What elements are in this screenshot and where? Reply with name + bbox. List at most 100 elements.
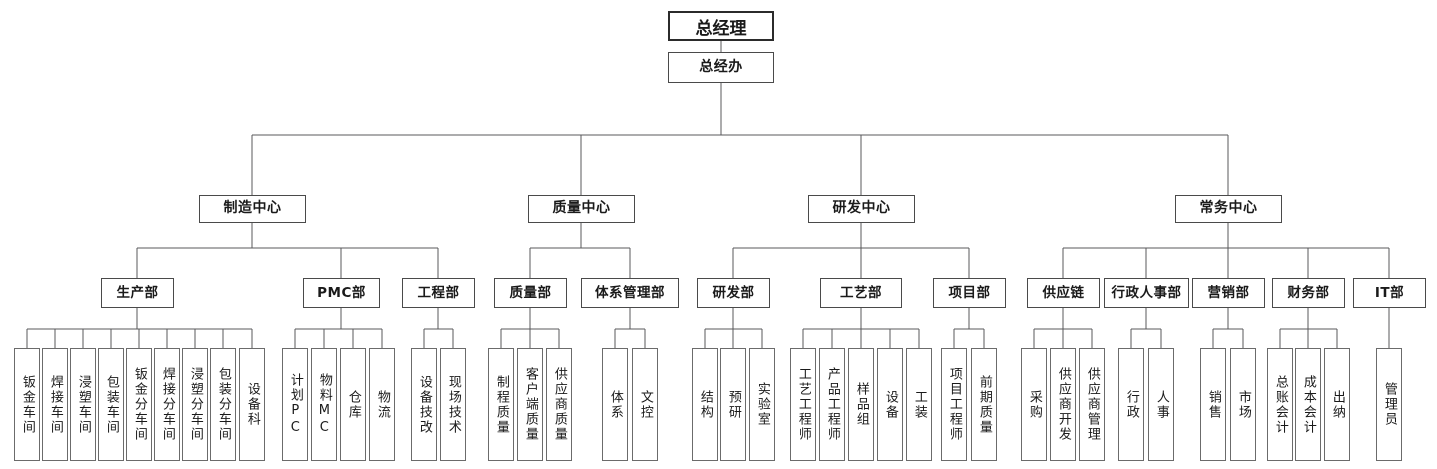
node-finance-dept[interactable]: 财务部 xyxy=(1272,278,1345,308)
node-label: 采购 xyxy=(1026,389,1042,420)
node-label: 总账会计 xyxy=(1272,374,1288,435)
node-label: 钣金车间 xyxy=(19,374,35,435)
node-label: 行政 xyxy=(1123,389,1139,420)
node-onsite-technology[interactable]: 现场技术 xyxy=(440,348,466,461)
node-label: 产品工程师 xyxy=(824,367,840,442)
node-admin-hr-dept[interactable]: 行政人事部 xyxy=(1104,278,1189,308)
node-executive-center[interactable]: 常务中心 xyxy=(1175,195,1282,223)
node-label: 焊接分车间 xyxy=(159,367,175,442)
node-quality-center[interactable]: 质量中心 xyxy=(528,195,635,223)
node-logistics[interactable]: 物流 xyxy=(369,348,395,461)
node-label: 项目部 xyxy=(948,284,991,301)
node-label: 成本会计 xyxy=(1300,374,1316,435)
node-label: IT部 xyxy=(1374,284,1405,301)
node-supply-chain[interactable]: 供应链 xyxy=(1027,278,1100,308)
node-label: 研发部 xyxy=(712,284,755,301)
node-project-dept[interactable]: 项目部 xyxy=(933,278,1006,308)
node-label: 工艺工程师 xyxy=(795,367,811,442)
node-laboratory[interactable]: 实验室 xyxy=(749,348,775,461)
node-quality-dept[interactable]: 质量部 xyxy=(494,278,567,308)
node-warehouse[interactable]: 仓库 xyxy=(340,348,366,461)
node-label: 文控 xyxy=(637,389,653,420)
node-general-manager[interactable]: 总经理 xyxy=(668,11,774,41)
node-label: 浸塑车间 xyxy=(75,374,91,435)
node-sales[interactable]: 销售 xyxy=(1200,348,1226,461)
node-supplier-quality[interactable]: 供应商质量 xyxy=(546,348,572,461)
node-cashier[interactable]: 出纳 xyxy=(1324,348,1350,461)
node-label: 物流 xyxy=(374,389,390,420)
node-engineering-dept[interactable]: 工程部 xyxy=(402,278,475,308)
node-customer-quality[interactable]: 客户端质量 xyxy=(517,348,543,461)
node-pre-research[interactable]: 预研 xyxy=(720,348,746,461)
node-it-dept[interactable]: IT部 xyxy=(1353,278,1426,308)
node-process-quality[interactable]: 制程质量 xyxy=(488,348,514,461)
node-project-engineer[interactable]: 项目工程师 xyxy=(941,348,967,461)
node-label: 实验室 xyxy=(754,382,770,427)
node-sheet-metal-sub-workshop[interactable]: 钣金分车间 xyxy=(126,348,152,461)
node-system[interactable]: 体系 xyxy=(602,348,628,461)
node-product-engineer[interactable]: 产品工程师 xyxy=(819,348,845,461)
node-supplier-management[interactable]: 供应商管理 xyxy=(1079,348,1105,461)
node-market[interactable]: 市场 xyxy=(1230,348,1256,461)
node-label: 供应商质量 xyxy=(551,367,567,442)
node-human-resources[interactable]: 人事 xyxy=(1148,348,1174,461)
node-label: 预研 xyxy=(725,389,741,420)
node-production-dept[interactable]: 生产部 xyxy=(101,278,174,308)
node-label: 计划PC xyxy=(287,372,303,437)
node-equipment[interactable]: 设备 xyxy=(877,348,903,461)
node-pmc-dept[interactable]: PMC部 xyxy=(303,278,380,308)
node-label: 前期质量 xyxy=(976,374,992,435)
node-label: 项目工程师 xyxy=(946,367,962,442)
node-equipment-section[interactable]: 设备科 xyxy=(239,348,265,461)
node-label: 工艺部 xyxy=(840,284,882,301)
node-material-mc[interactable]: 物料MC xyxy=(311,348,337,461)
node-label: 供应链 xyxy=(1042,284,1085,301)
node-packaging-sub-workshop[interactable]: 包装分车间 xyxy=(210,348,236,461)
node-general-ledger-accountant[interactable]: 总账会计 xyxy=(1267,348,1293,461)
node-label: 体系 xyxy=(607,389,623,420)
node-manufacturing-center[interactable]: 制造中心 xyxy=(199,195,306,223)
node-label: 焊接车间 xyxy=(47,374,63,435)
node-rd-dept[interactable]: 研发部 xyxy=(697,278,770,308)
node-process-dept[interactable]: 工艺部 xyxy=(820,278,902,308)
node-label: 结构 xyxy=(697,389,713,420)
node-plastic-dipping-sub-workshop[interactable]: 浸塑分车间 xyxy=(182,348,208,461)
node-supplier-development[interactable]: 供应商开发 xyxy=(1050,348,1076,461)
node-cost-accountant[interactable]: 成本会计 xyxy=(1295,348,1321,461)
node-welding-sub-workshop[interactable]: 焊接分车间 xyxy=(154,348,180,461)
node-plastic-dipping-workshop[interactable]: 浸塑车间 xyxy=(70,348,96,461)
node-sheet-metal-workshop[interactable]: 钣金车间 xyxy=(14,348,40,461)
node-planning-pc[interactable]: 计划PC xyxy=(282,348,308,461)
node-label: 设备科 xyxy=(244,382,260,427)
node-gm-office[interactable]: 总经办 xyxy=(668,52,774,83)
node-label: 钣金分车间 xyxy=(131,367,147,442)
node-sample-group[interactable]: 样品组 xyxy=(848,348,874,461)
node-process-engineer[interactable]: 工艺工程师 xyxy=(790,348,816,461)
node-equipment-retrofit[interactable]: 设备技改 xyxy=(411,348,437,461)
node-system-management-dept[interactable]: 体系管理部 xyxy=(581,278,679,308)
node-purchasing[interactable]: 采购 xyxy=(1021,348,1047,461)
node-rd-center[interactable]: 研发中心 xyxy=(808,195,915,223)
node-tooling[interactable]: 工装 xyxy=(906,348,932,461)
node-marketing-dept[interactable]: 营销部 xyxy=(1192,278,1265,308)
node-welding-workshop[interactable]: 焊接车间 xyxy=(42,348,68,461)
node-administration[interactable]: 行政 xyxy=(1118,348,1144,461)
node-label: 供应商开发 xyxy=(1055,367,1071,442)
node-label: 研发中心 xyxy=(832,200,891,217)
node-label: 市场 xyxy=(1235,389,1251,420)
node-structure[interactable]: 结构 xyxy=(692,348,718,461)
node-label: 物料MC xyxy=(316,372,332,437)
node-label: 体系管理部 xyxy=(595,284,665,301)
node-label: 总经办 xyxy=(699,58,743,75)
node-document-control[interactable]: 文控 xyxy=(632,348,658,461)
node-early-stage-quality[interactable]: 前期质量 xyxy=(971,348,997,461)
node-label: 设备技改 xyxy=(416,374,432,435)
node-label: 工装 xyxy=(911,389,927,420)
node-packaging-workshop[interactable]: 包装车间 xyxy=(98,348,124,461)
node-label: 总经理 xyxy=(695,18,747,39)
node-label: 供应商管理 xyxy=(1084,367,1100,442)
node-label: 设备 xyxy=(882,389,898,420)
node-administrator[interactable]: 管理员 xyxy=(1376,348,1402,461)
node-label: 管理员 xyxy=(1381,382,1397,427)
